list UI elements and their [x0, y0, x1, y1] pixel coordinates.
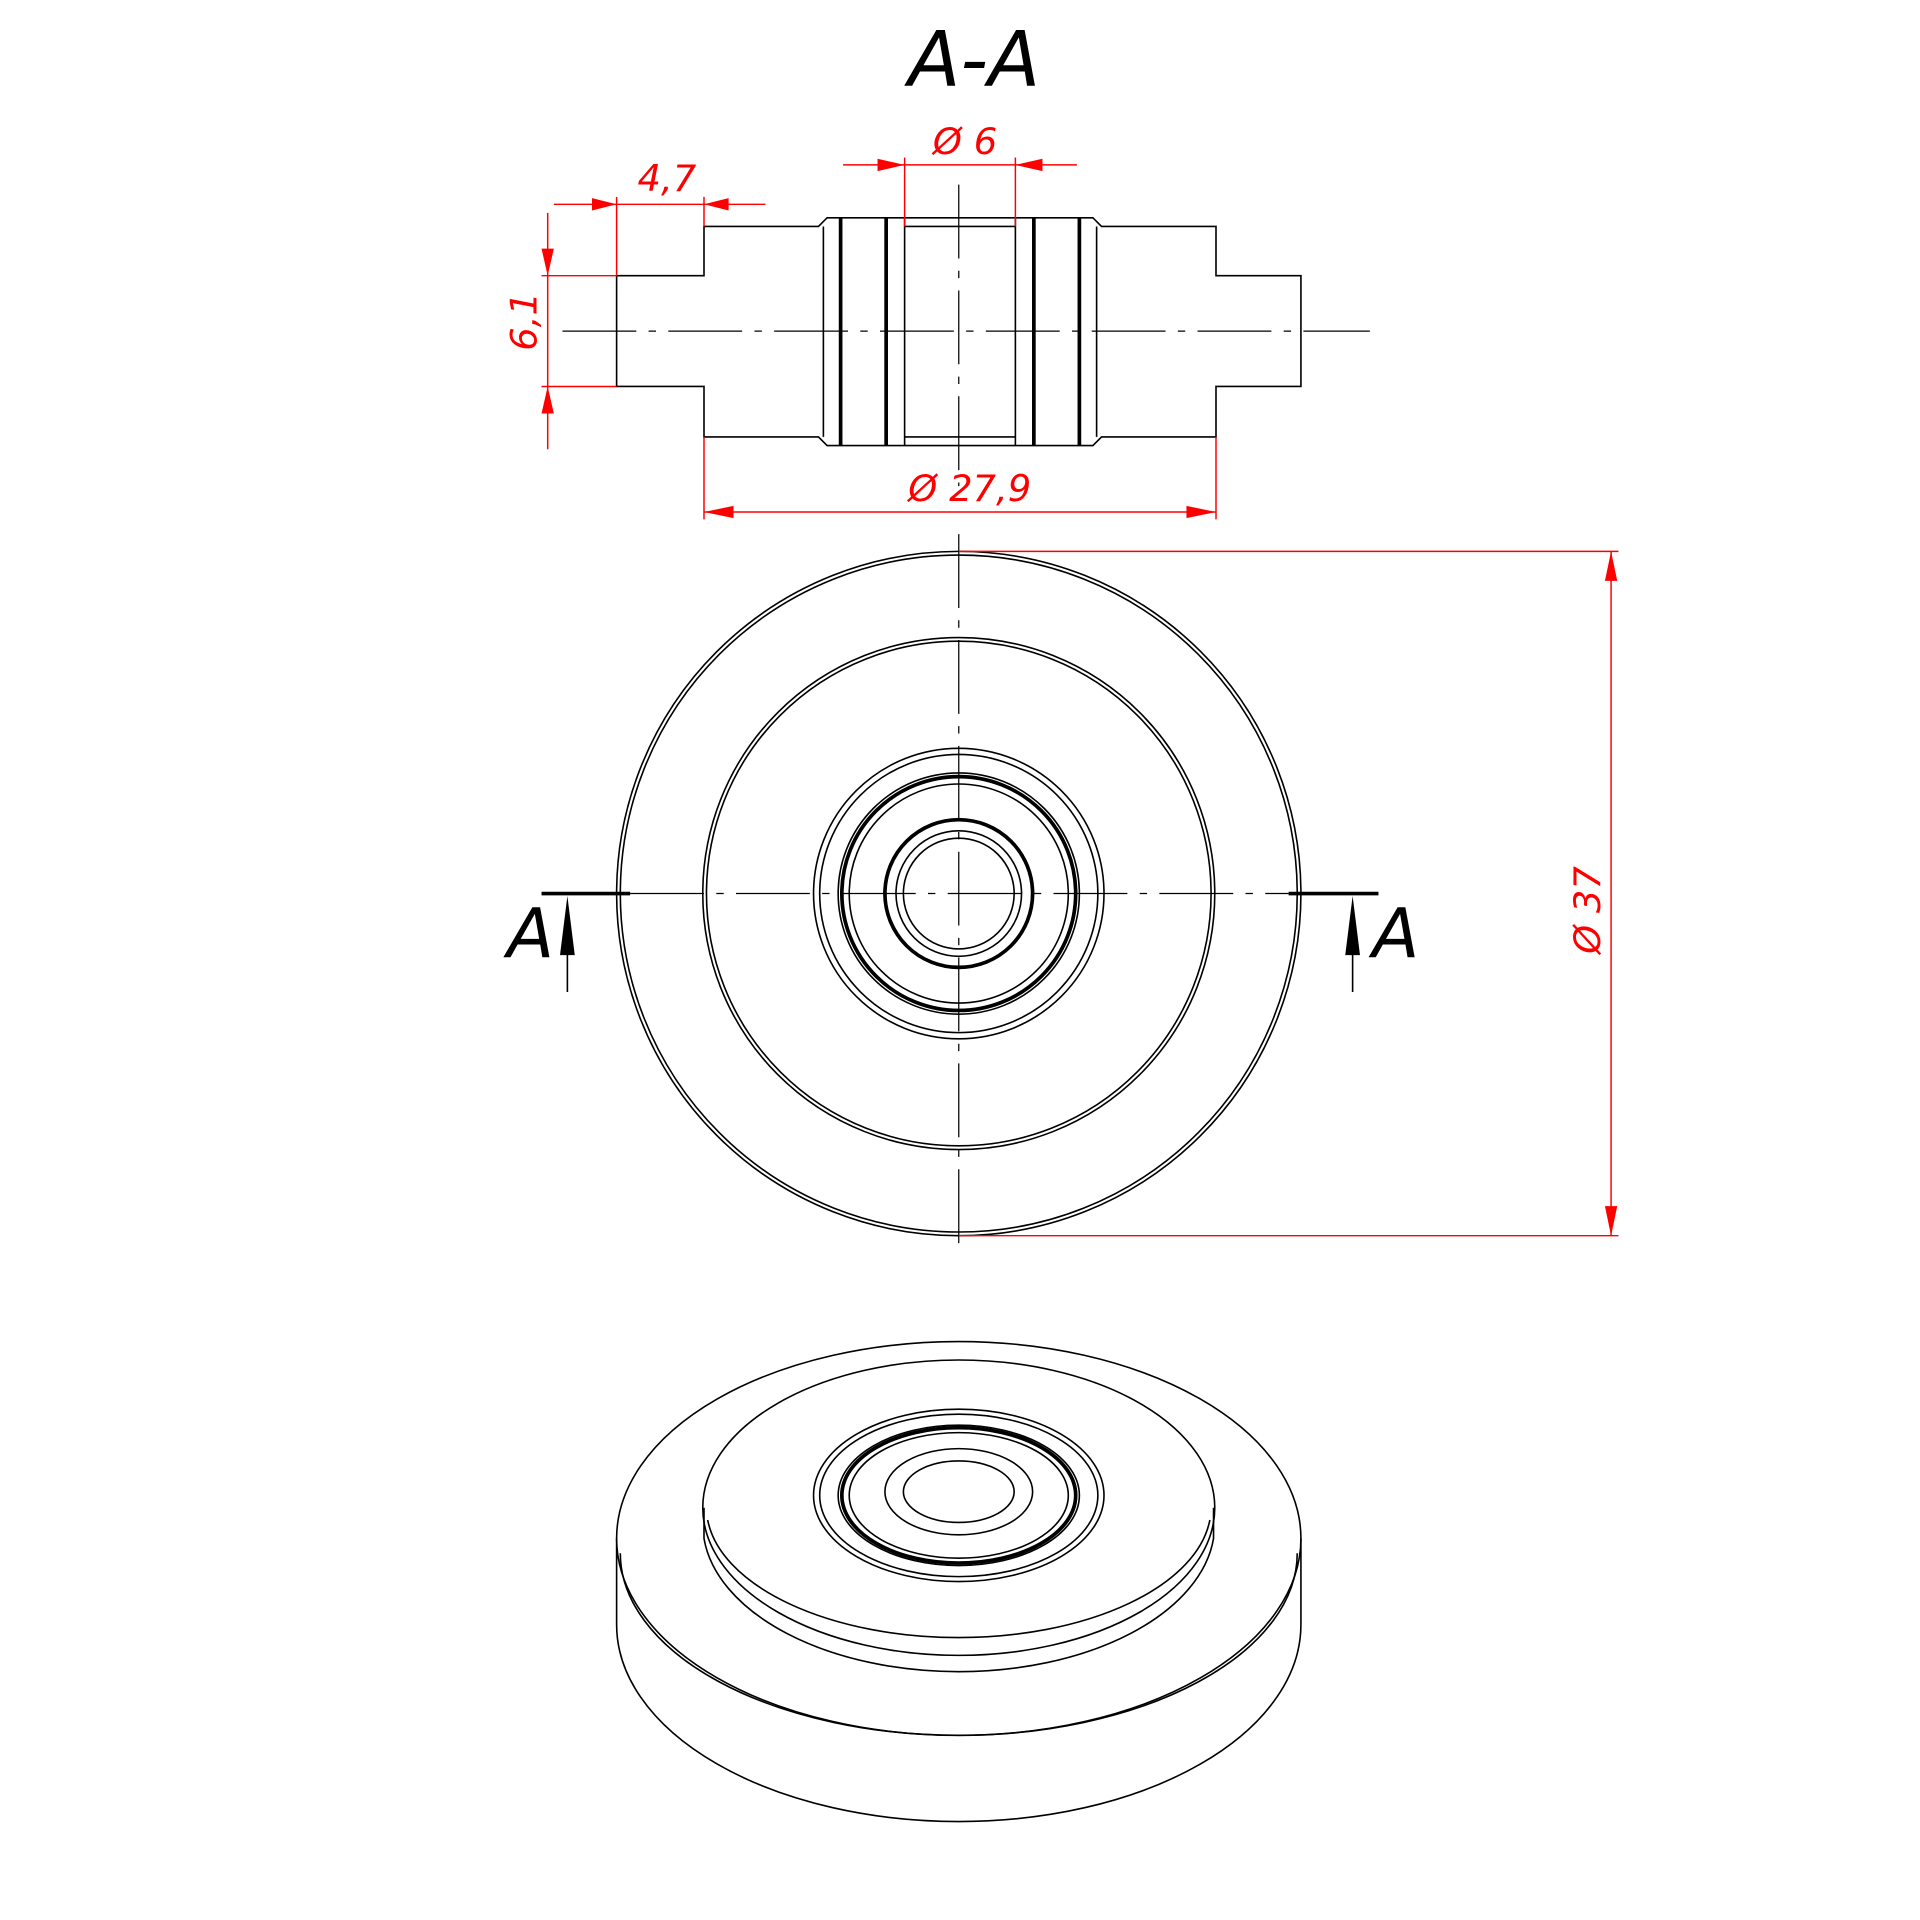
svg-text:Ø 6: Ø 6 — [931, 120, 997, 163]
dimension-flange-diameter: Ø 27,9 — [703, 436, 1217, 520]
svg-text:A: A — [1368, 895, 1419, 975]
front-view — [615, 534, 1302, 1256]
svg-text:Ø 27,9: Ø 27,9 — [906, 467, 1031, 510]
section-view — [562, 184, 1370, 487]
section-marker-left: A — [503, 891, 631, 992]
isometric-view — [615, 1340, 1302, 1823]
svg-text:4,7: 4,7 — [638, 157, 697, 200]
section-marker-right: A — [1288, 891, 1419, 992]
svg-text:6,1: 6,1 — [503, 292, 546, 351]
dimension-hub-height: 6,1 — [503, 212, 617, 450]
svg-text:Ø 37: Ø 37 — [1566, 866, 1609, 956]
svg-text:A: A — [503, 895, 554, 975]
section-title: A-A — [903, 15, 1040, 104]
dimension-bore-diameter: Ø 6 — [843, 120, 1077, 227]
dimension-hub-length: 4,7 — [553, 157, 766, 276]
dimension-outer-diameter: Ø 37 — [958, 550, 1619, 1237]
